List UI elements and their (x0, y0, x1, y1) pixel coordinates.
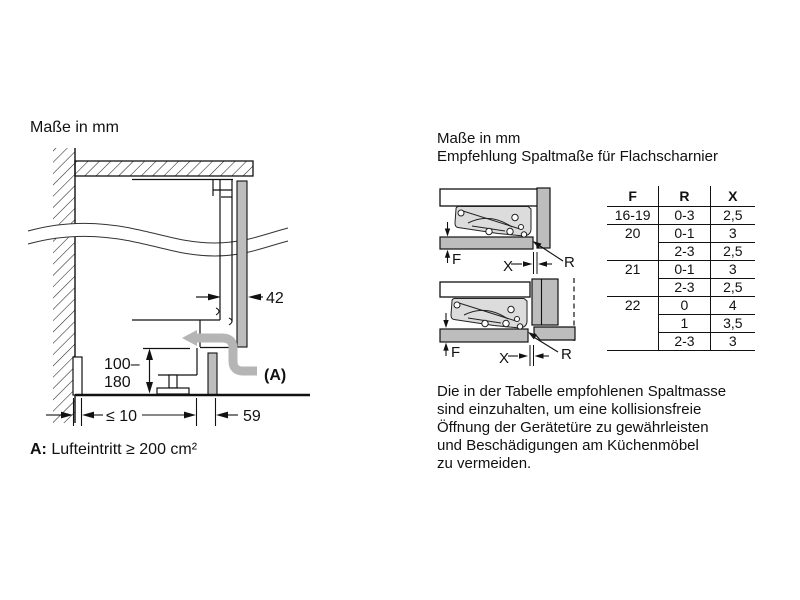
right-subtitle: Empfehlung Spaltmaße für Flachscharnier (437, 148, 718, 165)
table-row: 1 3,5 (607, 315, 755, 333)
table-header-r: R (658, 186, 710, 207)
furniture-door-panel (236, 180, 248, 348)
air-inlet-label: (A) (264, 367, 286, 384)
dimension-42 (196, 293, 263, 301)
right-diagram-titles: Maße in mm Empfehlung Spaltmaße für Flac… (437, 130, 718, 166)
plinth-panel (207, 352, 218, 396)
air-inlet-note: A: Lufteintritt ≥ 200 cm² (30, 441, 197, 459)
table-row: 21 0-1 3 (607, 261, 755, 279)
dimension-bottom (46, 398, 238, 426)
table-row: 22 0 4 (607, 297, 755, 315)
dim-height-label-2: 180 (104, 374, 131, 391)
wall-section (53, 148, 76, 423)
installation-section-diagram: 42 100– 180 ≤ 10 59 (A) (27, 148, 310, 426)
table-row: 20 0-1 3 (607, 225, 755, 243)
note-text: Lufteintritt ≥ 200 cm² (46, 441, 198, 458)
dim-wall-gap-label: ≤ 10 (106, 408, 137, 425)
dimension-100-180 (143, 347, 190, 394)
paragraph-line: sind einzuhalten, um eine kollisionsfrei… (437, 401, 702, 418)
appliance-outline (132, 178, 237, 376)
dim-height-label-1: 100– (104, 356, 140, 373)
table-header-x: X (709, 186, 755, 207)
hinge1-x-label: X (503, 258, 513, 275)
table-row: 2-3 3 (607, 333, 755, 351)
wall-spacer (72, 356, 83, 396)
hinge2-r-label: R (561, 346, 572, 363)
hinge2-x-label: X (499, 350, 509, 367)
countertop-section (74, 160, 254, 177)
paragraph-line: und Beschädigungen am Küchenmöbel (437, 437, 699, 454)
gap-spec-table: F R X 16-19 0-3 2,5 20 0-1 3 2-3 2,5 21 … (607, 186, 755, 351)
hinge-diagram-bottom: F X R (439, 278, 576, 367)
dim-59-label: 59 (243, 408, 261, 425)
paragraph-line: Öffnung der Gerätetüre zu gewährleisten (437, 419, 709, 436)
table-header-row: F R X (607, 186, 755, 207)
left-diagram-title: Maße in mm (30, 119, 119, 136)
hinge1-f-label: F (452, 251, 461, 268)
break-band (27, 222, 289, 257)
table-header-f: F (607, 186, 659, 207)
table-row: 16-19 0-3 2,5 (607, 207, 755, 225)
hinge-diagram-top: F X R (439, 187, 575, 275)
hinge1-r-label: R (564, 254, 575, 271)
note-prefix: A: (30, 441, 47, 458)
hinge2-f-label: F (451, 344, 460, 361)
table-note-paragraph: Die in der Tabelle empfohlenen Spaltmass… (437, 383, 792, 473)
table-row: 2-3 2,5 (607, 279, 755, 297)
right-title: Maße in mm (437, 130, 521, 147)
leveling-foot (156, 374, 190, 395)
table-row: 2-3 2,5 (607, 243, 755, 261)
airflow-arrow-icon (182, 330, 257, 376)
paragraph-line: Die in der Tabelle empfohlenen Spaltmass… (437, 383, 727, 400)
dim-42-label: 42 (266, 290, 284, 307)
paragraph-line: zu vermeiden. (437, 455, 532, 472)
hinge-diagrams: F X R F X (439, 187, 576, 367)
